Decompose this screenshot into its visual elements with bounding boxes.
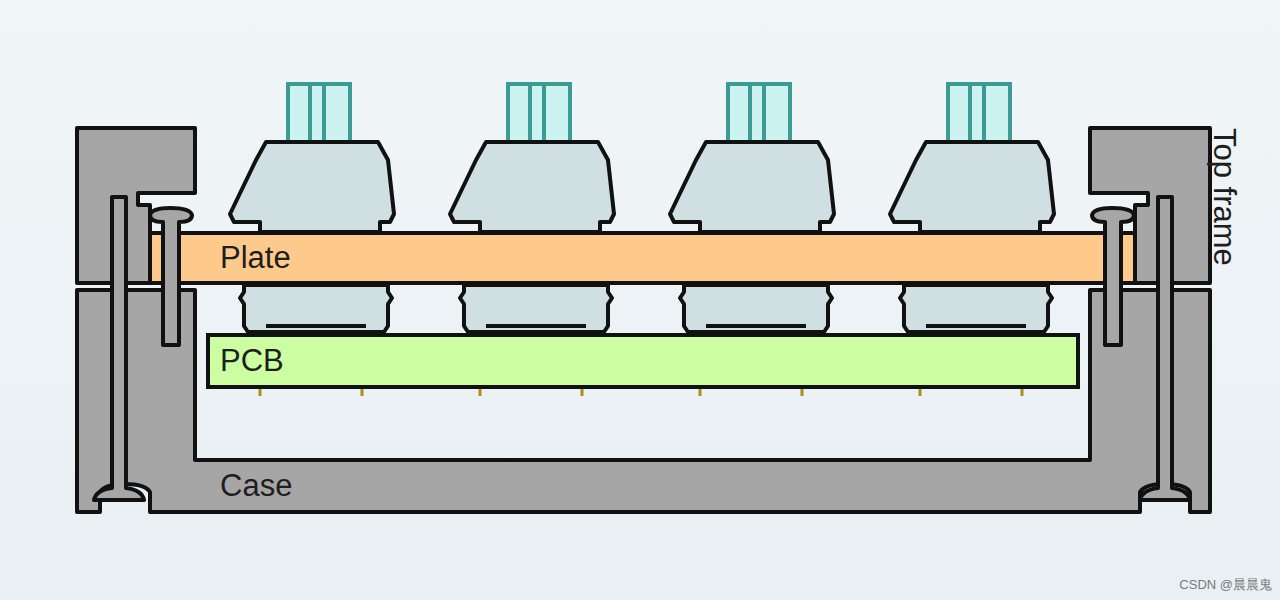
switch-stem xyxy=(948,84,1010,142)
pcb-band: PCB xyxy=(210,337,1076,385)
screw xyxy=(94,197,144,500)
switch-housing-bottom xyxy=(240,285,392,332)
stem-line xyxy=(968,84,972,142)
switch-stem xyxy=(288,84,350,142)
stem-line xyxy=(308,84,312,142)
stem-line xyxy=(982,84,986,142)
switch-base-line xyxy=(926,324,1026,328)
switch-pin xyxy=(1021,389,1024,396)
switch-housing-bottom xyxy=(460,285,612,332)
switch xyxy=(450,84,614,396)
switch-housing-top xyxy=(230,142,394,232)
switch-stem xyxy=(728,84,790,142)
rivet xyxy=(1092,208,1134,345)
switch-base-line xyxy=(266,324,366,328)
switch-base-line xyxy=(706,324,806,328)
pcb-band xyxy=(208,335,1078,387)
switch-stem xyxy=(508,84,570,142)
switch-pin xyxy=(699,389,702,396)
switch-pin xyxy=(259,389,262,396)
switch-base-line xyxy=(486,324,586,328)
switch-housing-bottom xyxy=(680,285,832,332)
part-name: Top frame xyxy=(1206,128,1242,266)
part-name: Case xyxy=(220,469,292,503)
plate-band xyxy=(150,233,1135,283)
switch-housing-top xyxy=(450,142,614,232)
stem-line xyxy=(542,84,546,142)
switch-housing-bottom xyxy=(900,285,1052,332)
switch-pin xyxy=(919,389,922,396)
stem-line xyxy=(528,84,532,142)
switch-pin xyxy=(801,389,804,396)
rivet xyxy=(150,208,192,345)
plate-band: Plate xyxy=(152,235,1133,281)
part-name: PCB xyxy=(220,344,284,378)
switch-housing-top xyxy=(670,142,834,232)
switch xyxy=(670,84,834,396)
case-floor: Case xyxy=(200,463,1080,510)
screw xyxy=(1140,197,1190,500)
switch-pin xyxy=(581,389,584,396)
stem-line xyxy=(748,84,752,142)
switch-housing-top xyxy=(890,142,1054,232)
part-name: Plate xyxy=(220,241,291,275)
stem-line xyxy=(762,84,766,142)
stem-line xyxy=(322,84,326,142)
switch xyxy=(890,84,1054,396)
watermark: CSDN @晨晨鬼 xyxy=(1179,576,1272,594)
switch-pin xyxy=(479,389,482,396)
switch-pin xyxy=(361,389,364,396)
